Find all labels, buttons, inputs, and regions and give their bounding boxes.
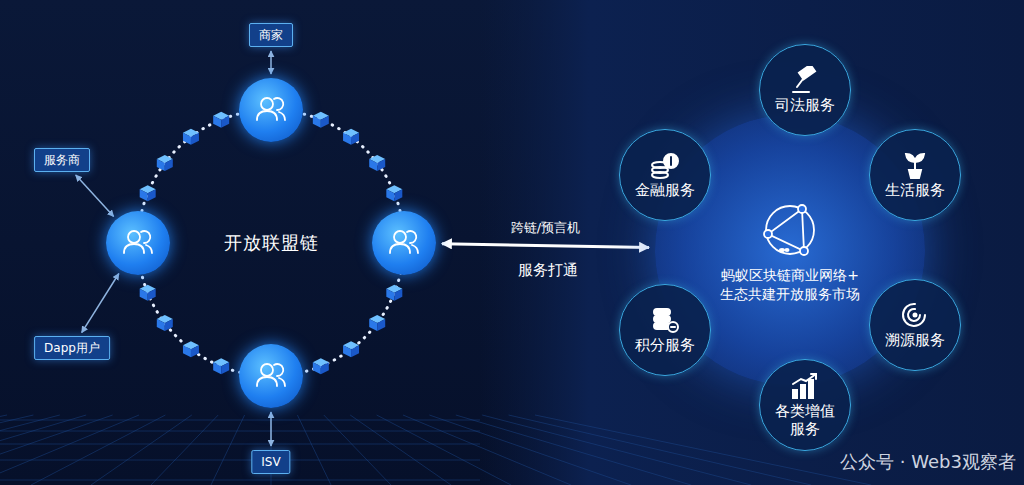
node-label: Dapp用户 [44,340,100,356]
grid-line [91,415,192,485]
service-circle: 金融服务 [619,129,711,221]
block-cube [313,358,329,374]
node-label: 各类增值服务 [773,402,837,438]
node-label: 蚂蚁区块链商业网络+ 生态共建开放服务市场 [715,266,865,304]
participant-box: Dapp用户 [34,336,110,360]
block-cube [183,341,199,357]
service-circle: 溯源服务 [869,279,961,371]
block-cube [140,285,156,301]
plant-icon [899,151,931,179]
grid-line [31,415,165,485]
floor-grid [0,415,871,485]
node-label: ISV [261,454,280,470]
people-icon [372,211,436,275]
node-label: 金融服务 [635,181,695,199]
block-cube [343,129,359,145]
dotted-ring [138,110,404,376]
grid-line [403,415,571,485]
service-circle: 各类增值服务 [759,359,851,451]
target-icon [899,301,931,329]
right-panel [480,0,1024,485]
bidirectional-arrow [442,244,649,248]
edge-caption: 服务打通 [518,261,578,280]
db-icon [649,306,681,334]
people-icon [239,344,303,408]
node-label: 溯源服务 [885,331,945,349]
participant-arrow [270,51,272,74]
member-node [106,211,170,275]
alliance-chain-ring: 开放联盟链 [106,78,436,408]
edge-label: 跨链/预言机 [511,219,580,237]
participant-box: 服务商 [34,148,90,172]
node-label: 服务商 [44,152,80,168]
grid-line [456,415,691,485]
node-label: 开放联盟链 [224,231,319,255]
node-label: 生活服务 [885,181,945,199]
network-icon [750,196,830,262]
block-cube [213,358,229,374]
people-icon [239,78,303,142]
block-cube [183,129,199,145]
grid-line [297,415,331,485]
block-cube [157,155,173,171]
participant-box: 商家 [249,23,293,47]
block-cube [213,112,229,128]
block-cube [343,341,359,357]
service-market-circle: 蚂蚁区块链商业网络+ 生态共建开放服务市场司法服务金融服务生活服务积分服务溯源服… [655,115,925,385]
grid-line [324,415,391,485]
service-circle: 积分服务 [619,284,711,376]
grid-line [350,415,451,485]
block-cube [369,155,385,171]
watermark: 公众号 · Web3观察者 [840,450,1016,474]
grid-line [0,444,480,445]
grid-line [429,415,631,485]
node-label: 商家 [259,27,283,43]
node-label: 积分服务 [635,336,695,354]
block-cube [386,285,402,301]
member-node [372,211,436,275]
member-node [239,344,303,408]
service-circle: 生活服务 [869,129,961,221]
block-cube [313,112,329,128]
grid-line [211,415,245,485]
grid-line [0,415,139,485]
participant-arrow [82,273,119,332]
participant-arrow [270,412,272,446]
block-cube [140,185,156,201]
grid-line [0,460,480,461]
grid-line [151,415,218,485]
gavel-icon [789,66,821,94]
grid-line [482,415,751,485]
grid-line [0,415,33,485]
service-circle: 司法服务 [759,44,851,136]
participant-arrow [76,175,114,216]
coins-icon [649,151,681,179]
grid-line [0,415,7,485]
block-cube [386,185,402,201]
participant-box: ISV [251,450,290,474]
bars-icon [789,372,821,400]
node-label: 司法服务 [775,96,835,114]
block-cube [369,315,385,331]
grid-line [0,480,480,481]
member-node [239,78,303,142]
people-icon [106,211,170,275]
block-cube [157,315,173,331]
